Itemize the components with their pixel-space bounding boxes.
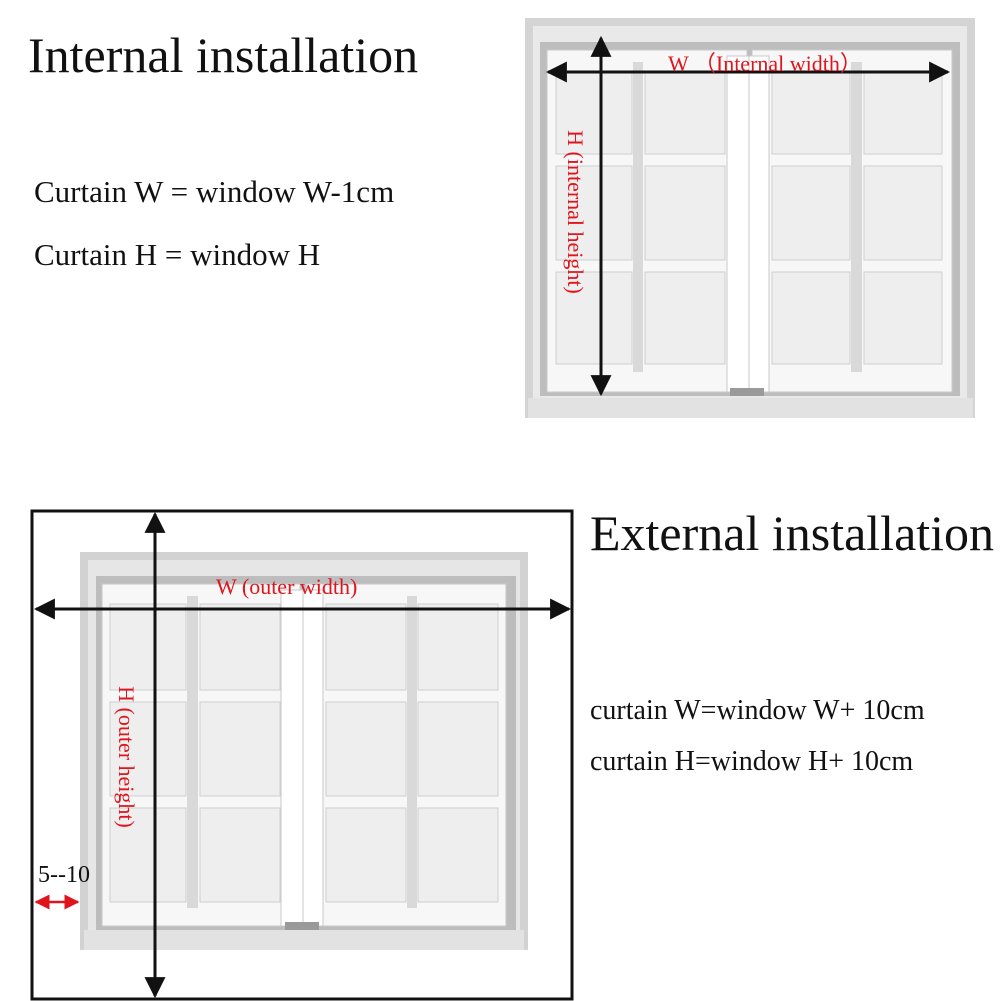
internal-formula-width: Curtain W = window W-1cm (34, 174, 395, 209)
external-width-label: W (outer width) (216, 574, 358, 599)
internal-title: Internal installation (28, 27, 419, 83)
external-formula-width: curtain W=window W+ 10cm (590, 695, 925, 726)
internal-window (525, 18, 975, 418)
external-height-label: H (outer height) (114, 686, 139, 828)
external-window (80, 552, 528, 950)
internal-height-label: H (internal height) (563, 130, 588, 294)
internal-formula-height: Curtain H = window H (34, 237, 321, 272)
margin-label: 5--10 (38, 862, 90, 888)
external-title: External installation (590, 505, 995, 561)
internal-width-label: W （Internal width） (668, 51, 862, 76)
external-formula-height: curtain H=window H+ 10cm (590, 746, 914, 777)
external-curtain-outline (30, 509, 574, 1001)
